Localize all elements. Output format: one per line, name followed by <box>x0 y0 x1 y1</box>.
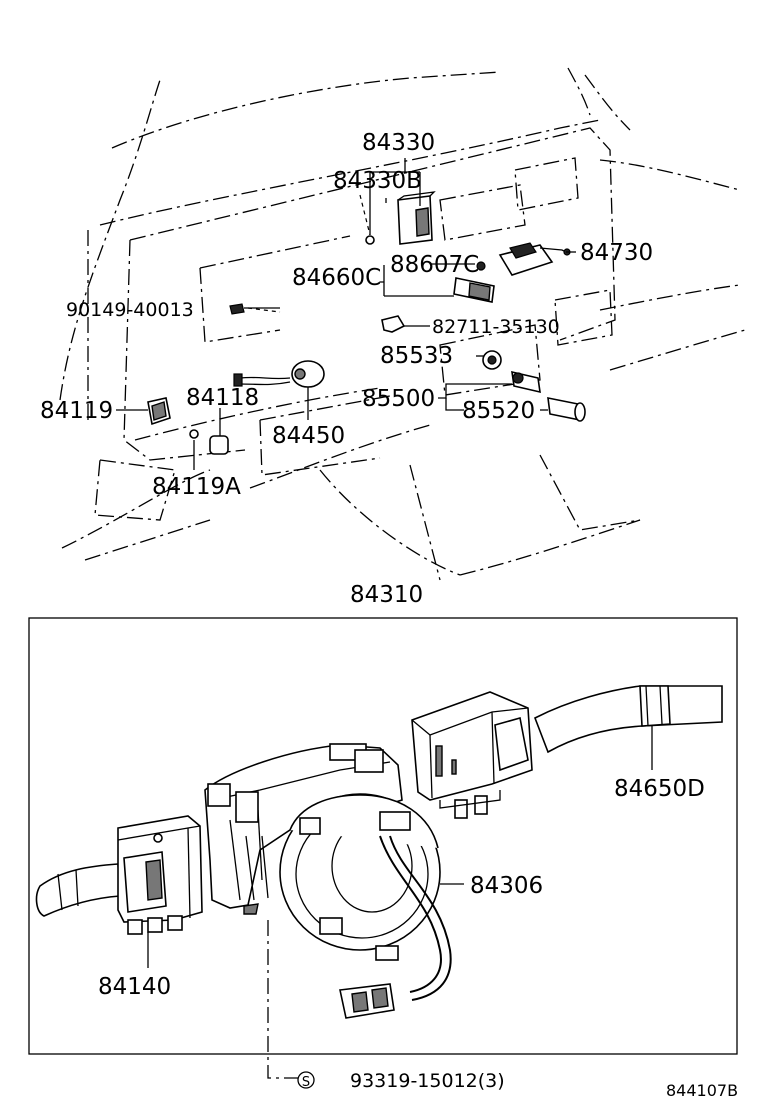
part-84119-knob <box>147 397 171 426</box>
label-84119a: 84119A <box>152 474 241 500</box>
label-84330b: 84330B <box>333 168 422 194</box>
part-84660c-switch <box>453 277 495 303</box>
label-84330: 84330 <box>362 130 435 156</box>
lower-leader-lines <box>147 726 653 1079</box>
label-88607c: 88607C <box>390 252 479 278</box>
upper-part-labels: 84330 84330B 88607C 84730 84660C 90149-4… <box>40 130 653 500</box>
part-84140-stalk <box>35 815 203 935</box>
label-85533: 85533 <box>380 343 453 369</box>
label-84119: 84119 <box>40 398 113 424</box>
combination-switch-body <box>204 743 403 915</box>
label-82711-35130: 82711-35130 <box>432 316 560 338</box>
upper-leader-lines <box>116 158 576 470</box>
label-84310: 84310 <box>350 582 423 608</box>
instrument-panel-outline <box>59 67 746 581</box>
label-84118: 84118 <box>186 385 259 411</box>
part-84119a <box>189 429 199 439</box>
fastener-part-number: 93319-15012(3) <box>350 1070 505 1092</box>
part-88607c-bulb <box>476 261 486 271</box>
part-84330-switch <box>397 191 436 245</box>
part-85500-lighter <box>511 370 541 394</box>
label-85520: 85520 <box>462 398 535 424</box>
label-90149-40013: 90149-40013 <box>66 299 194 321</box>
label-84660c: 84660C <box>292 265 381 291</box>
part-85520-element <box>547 396 586 422</box>
fastener-callout: S 93319-15012(3) <box>297 1070 505 1092</box>
part-84730-sensor <box>498 242 571 276</box>
label-84650d: 84650D <box>614 776 705 802</box>
figure-code: 844107B <box>666 1081 738 1100</box>
fastener-symbol: S <box>302 1075 310 1090</box>
part-84306-spiral-cable <box>279 793 452 1019</box>
part-82711-35130-bracket <box>381 315 406 333</box>
assembly-frame <box>28 617 738 1055</box>
label-84450: 84450 <box>272 423 345 449</box>
lower-part-labels: 84650D 84306 84140 <box>98 776 705 1000</box>
label-84306: 84306 <box>470 873 543 899</box>
part-90149-40013-screw <box>229 303 280 315</box>
label-84140: 84140 <box>98 974 171 1000</box>
part-84450-switch <box>233 360 325 388</box>
label-84730: 84730 <box>580 240 653 266</box>
fastener-symbol-circle <box>297 1071 315 1089</box>
part-84118-knob <box>209 435 229 455</box>
part-84650d-stalk <box>411 685 723 819</box>
label-85500: 85500 <box>362 386 435 412</box>
part-84330b-clip <box>365 235 375 245</box>
